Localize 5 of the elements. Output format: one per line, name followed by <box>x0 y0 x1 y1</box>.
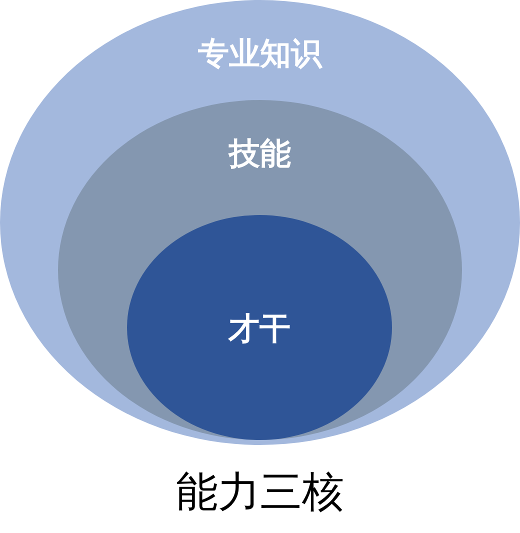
layer-label: 技能 <box>229 137 291 172</box>
outer-ellipse <box>0 0 520 445</box>
diagram-caption: 能力三核 <box>176 468 344 516</box>
layer-label: 才干 <box>228 312 290 347</box>
layer-label: 专业知识 <box>198 37 322 72</box>
